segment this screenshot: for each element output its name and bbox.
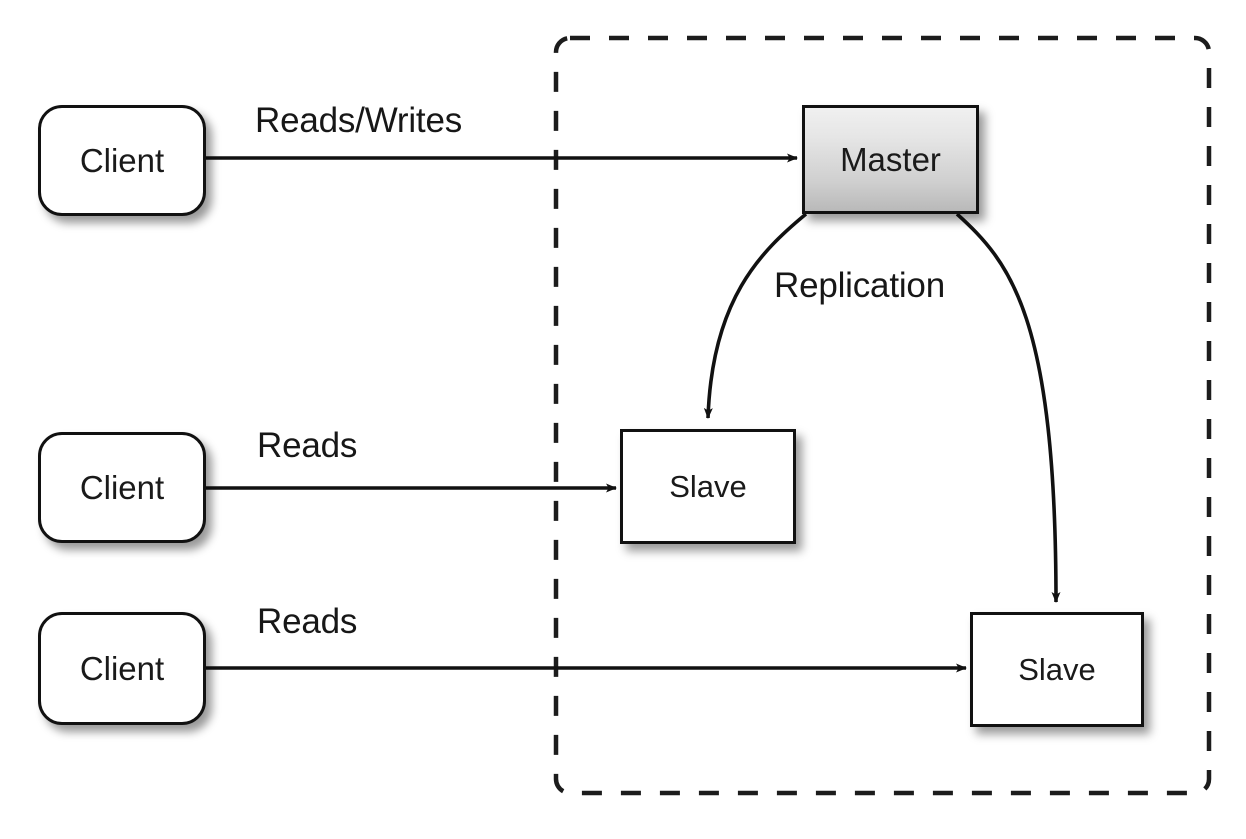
node-label: Client: [79, 649, 165, 687]
edge-label-replication: Replication: [774, 266, 945, 305]
node-client-2[interactable]: Client: [38, 432, 206, 543]
node-label: Slave: [669, 468, 747, 504]
edge-master-slave2-curve: [955, 212, 1061, 603]
node-master[interactable]: Master: [802, 105, 979, 214]
edge-label-reads-slave-2: Reads: [257, 602, 358, 641]
node-client-1[interactable]: Client: [38, 105, 206, 216]
node-client-3[interactable]: Client: [38, 612, 206, 725]
node-label: Slave: [1018, 651, 1096, 687]
node-slave-2[interactable]: Slave: [970, 612, 1144, 727]
edge-master-slave1-curve: [703, 212, 808, 419]
node-label: Master: [840, 140, 941, 178]
node-slave-1[interactable]: Slave: [620, 429, 796, 544]
node-label: Client: [79, 141, 165, 179]
node-label: Client: [79, 468, 165, 506]
edge-label-reads-slave-1: Reads: [257, 426, 358, 465]
database-cluster-boundary: [553, 35, 1212, 796]
edge-label-reads-writes: Reads/Writes: [255, 101, 463, 140]
